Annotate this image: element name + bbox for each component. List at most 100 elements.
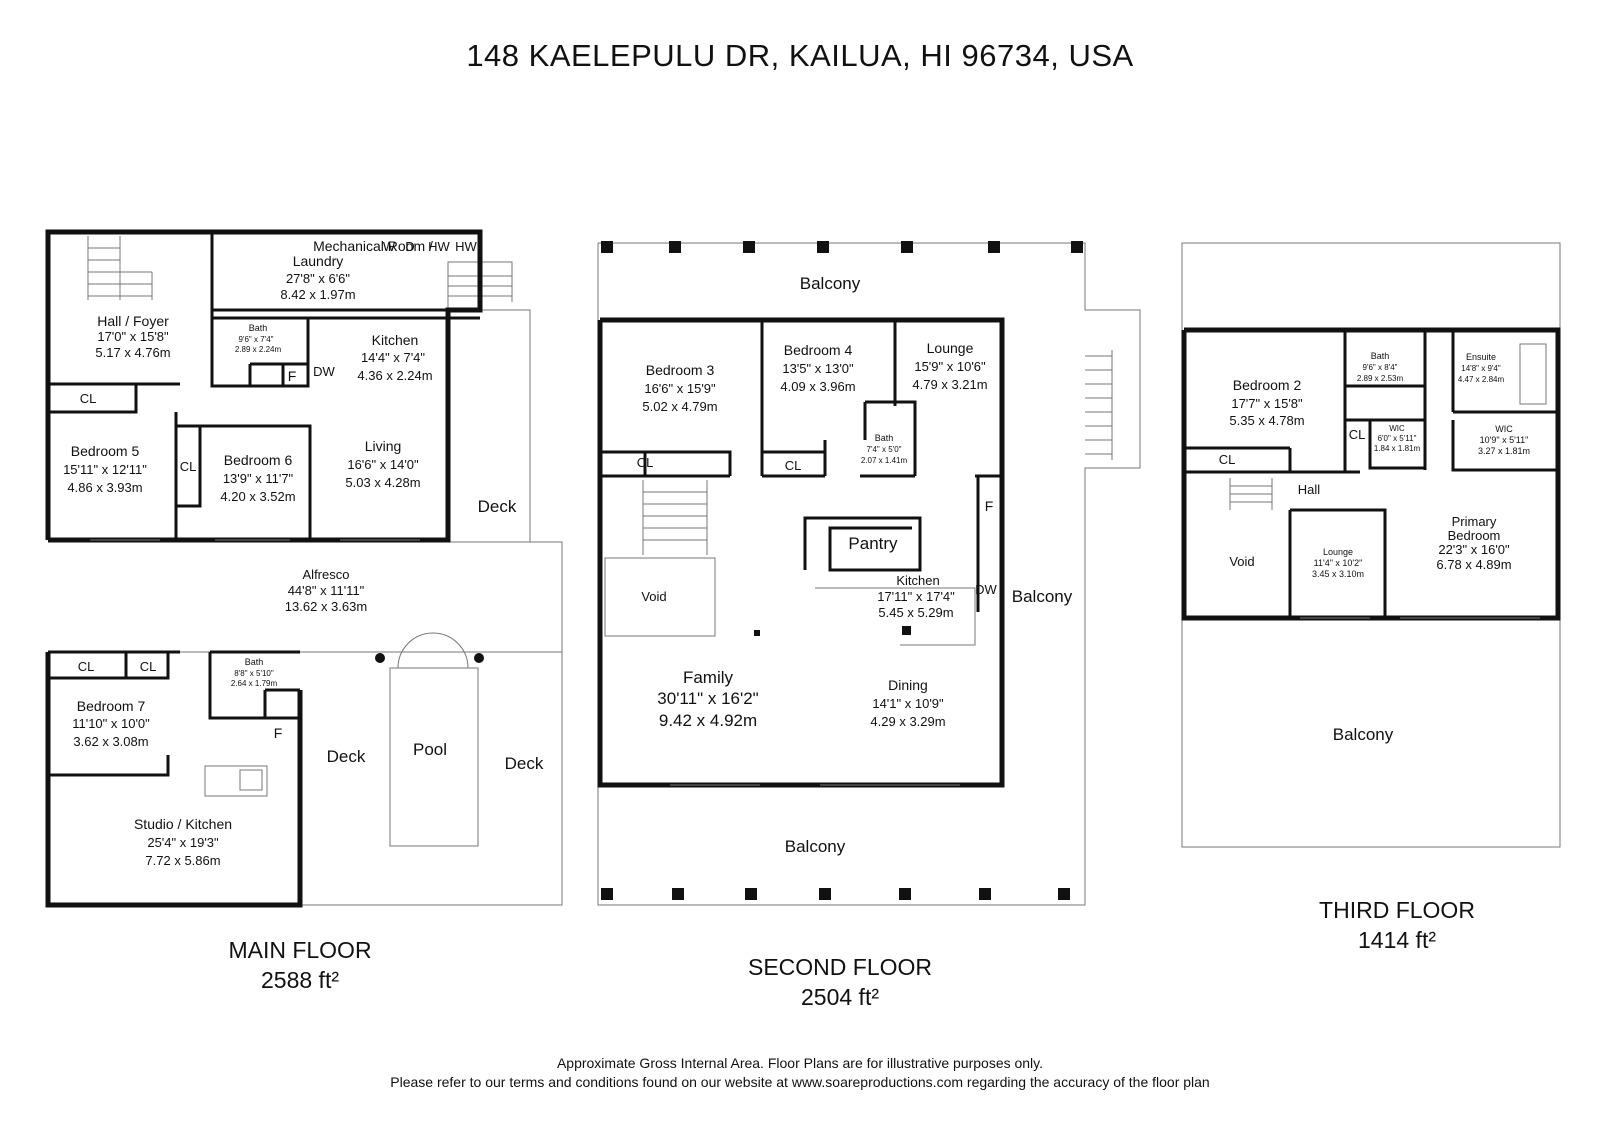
bath-dim-m: 2.89 x 2.53m: [1357, 374, 1404, 383]
balcony-label: Balcony: [785, 837, 846, 856]
bedroom2-dim-m: 5.35 x 4.78m: [1229, 413, 1304, 428]
studio-dim-m: 7.72 x 5.86m: [145, 853, 220, 868]
wic-dim-m: 1.84 x 1.81m: [1374, 444, 1421, 453]
kitchen-dim-ft: 17'11" x 17'4": [877, 589, 955, 604]
bath-dim-ft: 9'6" x 7'4": [239, 335, 274, 344]
foyer-stairs: [87, 236, 153, 300]
bedroom7-dim-m: 3.62 x 3.08m: [73, 734, 148, 749]
third-floor-caption: THIRD FLOOR 1414 ft²: [1247, 895, 1547, 955]
hall-foyer-name: Hall / Foyer: [97, 313, 169, 329]
lounge-dim-m: 4.79 x 3.21m: [912, 377, 987, 392]
bath-dim-ft: 7'4" x 5'0": [867, 445, 902, 454]
pool: [375, 632, 484, 847]
balcony-label: Balcony: [1333, 725, 1394, 744]
void-label: Void: [641, 589, 666, 604]
dryer-label: D: [405, 239, 414, 254]
kitchen-dim-m: 4.36 x 2.24m: [357, 368, 432, 383]
primary-dim-m: 6.78 x 4.89m: [1436, 557, 1511, 572]
fridge-label: F: [985, 498, 994, 514]
lounge-name: Lounge: [1323, 547, 1353, 557]
wic-dim-ft: 10'9" x 5'11": [1480, 435, 1529, 445]
laundry-name: Laundry: [293, 253, 344, 269]
page-title: 148 KAELEPULU DR, KAILUA, HI 96734, USA: [466, 38, 1134, 73]
alfresco-dim-m: 13.62 x 3.63m: [285, 599, 367, 614]
disclaimer-footer: Approximate Gross Internal Area. Floor P…: [0, 1054, 1600, 1092]
mechanical-dim-m: 8.42 x 1.97m: [280, 287, 355, 302]
interior-stairs: [642, 480, 708, 555]
closet-label: CL: [1349, 427, 1366, 442]
fridge-label: F: [288, 368, 297, 384]
closet-label: CL: [637, 455, 654, 470]
third-floor-area: 1414 ft²: [1358, 927, 1436, 953]
main-floor-name: MAIN FLOOR: [228, 937, 372, 963]
bath-name: Bath: [1371, 351, 1390, 361]
bedroom3-dim-ft: 16'6" x 15'9": [644, 381, 716, 396]
dining-name: Dining: [888, 677, 928, 693]
third-floor-plan: [1181, 242, 1561, 848]
living-name: Living: [365, 438, 402, 454]
family-name: Family: [683, 668, 734, 687]
third-floor-labels: Bedroom 2 17'7" x 15'8" 5.35 x 4.78m Bat…: [1219, 351, 1530, 744]
kitchen-dim-ft: 14'4" x 7'4": [361, 350, 425, 365]
primary-dim-ft: 22'3" x 16'0": [1438, 542, 1510, 557]
balcony-label: Balcony: [1012, 587, 1073, 606]
main-floor-area: 2588 ft²: [261, 967, 339, 993]
bedroom5-name: Bedroom 5: [71, 443, 140, 459]
ensuite-name: Ensuite: [1466, 352, 1496, 362]
bath-name: Bath: [875, 433, 894, 443]
bedroom4-name: Bedroom 4: [784, 342, 853, 358]
dining-dim-ft: 14'1" x 10'9": [872, 696, 944, 711]
main-floor-plan: [45, 229, 563, 908]
dining-dim-m: 4.29 x 3.29m: [870, 714, 945, 729]
mechanical-dim-ft: 27'8" x 6'6": [286, 271, 350, 286]
kitchen-dim-m: 5.45 x 5.29m: [878, 605, 953, 620]
bath2-dim-m: 2.64 x 1.79m: [231, 679, 278, 688]
hall-foyer-dim-m: 5.17 x 4.76m: [95, 345, 170, 360]
balcony-posts: [601, 241, 1083, 900]
closet-label: CL: [785, 458, 802, 473]
primary-name: Primary: [1452, 514, 1497, 529]
bedroom5-dim-m: 4.86 x 3.93m: [67, 480, 142, 495]
bedroom6-dim-ft: 13'9" x 11'7": [223, 471, 294, 486]
bedroom6-name: Bedroom 6: [224, 452, 293, 468]
water-heater-label-2: HW: [455, 239, 477, 254]
exterior-stairs: [1085, 350, 1113, 460]
bedroom5-dim-ft: 15'11" x 12'11": [63, 462, 147, 477]
lounge-dim-m: 3.45 x 3.10m: [1312, 569, 1364, 579]
deck-label: Deck: [505, 754, 544, 773]
bath-dim-ft: 9'6" x 8'4": [1363, 363, 1398, 372]
second-floor-plan: [597, 241, 1141, 906]
studio-name: Studio / Kitchen: [134, 816, 232, 832]
fridge-label: F: [274, 725, 283, 741]
wic-name: WIC: [1389, 424, 1405, 433]
hall-foyer-dim-ft: 17'0" x 15'8": [97, 329, 169, 344]
bedroom7-dim-ft: 11'10" x 10'0": [72, 716, 150, 731]
bedroom6-dim-m: 4.20 x 3.52m: [220, 489, 295, 504]
studio-dim-ft: 25'4" x 19'3": [147, 835, 219, 850]
bedroom4-dim-m: 4.09 x 3.96m: [780, 379, 855, 394]
second-floor-labels: Balcony Bedroom 3 16'6" x 15'9" 5.02 x 4…: [637, 274, 1073, 856]
second-floor-name: SECOND FLOOR: [747, 954, 933, 980]
third-floor-stairs: [1229, 478, 1273, 510]
kitchen-name: Kitchen: [896, 573, 939, 588]
kitchen-name: Kitchen: [372, 332, 419, 348]
bath-name: Bath: [249, 323, 268, 333]
disclaimer-line-2: Please refer to our terms and conditions…: [390, 1074, 1210, 1090]
dishwasher-label: DW: [975, 582, 997, 597]
primary-name-2: Bedroom: [1448, 528, 1501, 543]
void-label: Void: [1229, 554, 1254, 569]
living-dim-ft: 16'6" x 14'0": [347, 457, 419, 472]
washer-label: W: [383, 239, 396, 254]
closet-label: CL: [180, 459, 197, 474]
third-floor-name: THIRD FLOOR: [1319, 897, 1475, 923]
deck-label: Deck: [327, 747, 366, 766]
hall-name: Hall: [1298, 482, 1321, 497]
lounge-dim-ft: 15'9" x 10'6": [914, 359, 986, 374]
bedroom4-dim-ft: 13'5" x 13'0": [782, 361, 854, 376]
bedroom3-dim-m: 5.02 x 4.79m: [642, 399, 717, 414]
pool-label: Pool: [413, 740, 447, 759]
wic-name: WIC: [1495, 424, 1513, 434]
alfresco-dim-ft: 44'8" x 11'11": [288, 583, 365, 598]
mechanical-room-name: Mechanical Room /: [313, 238, 433, 254]
ensuite-dim-ft: 14'8" x 9'4": [1461, 364, 1501, 373]
